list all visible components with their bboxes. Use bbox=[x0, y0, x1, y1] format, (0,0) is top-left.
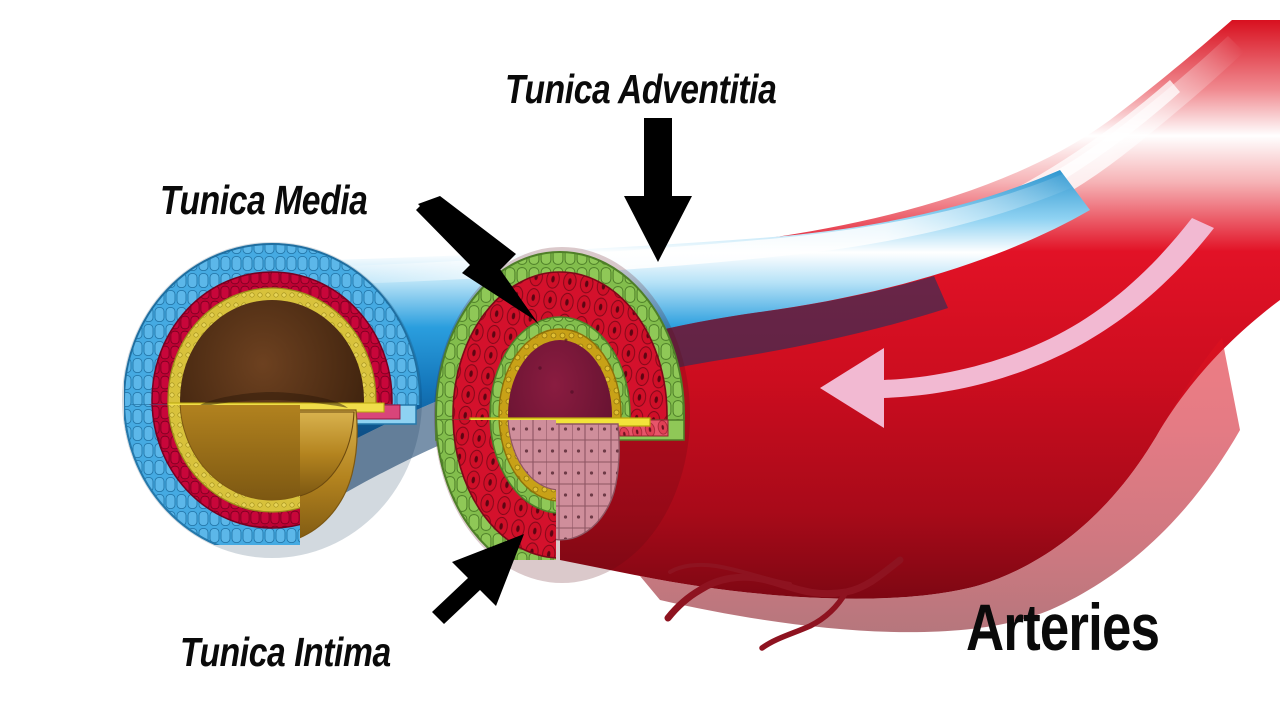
figure-title: Arteries bbox=[966, 590, 1160, 664]
arterial-branches bbox=[664, 556, 904, 651]
blood-flow-arrow bbox=[820, 218, 1214, 428]
label-tunica-adventitia: Tunica Adventitia bbox=[505, 66, 777, 112]
artery-cross-section bbox=[434, 247, 690, 583]
vein-cross-section bbox=[122, 242, 422, 558]
label-tunica-media: Tunica Media bbox=[160, 177, 368, 223]
arrow-tunica-intima bbox=[432, 534, 524, 624]
arrow-tunica-adventitia bbox=[624, 118, 692, 262]
arrow-tunica-media bbox=[416, 196, 540, 326]
label-tunica-intima: Tunica Intima bbox=[180, 629, 391, 675]
